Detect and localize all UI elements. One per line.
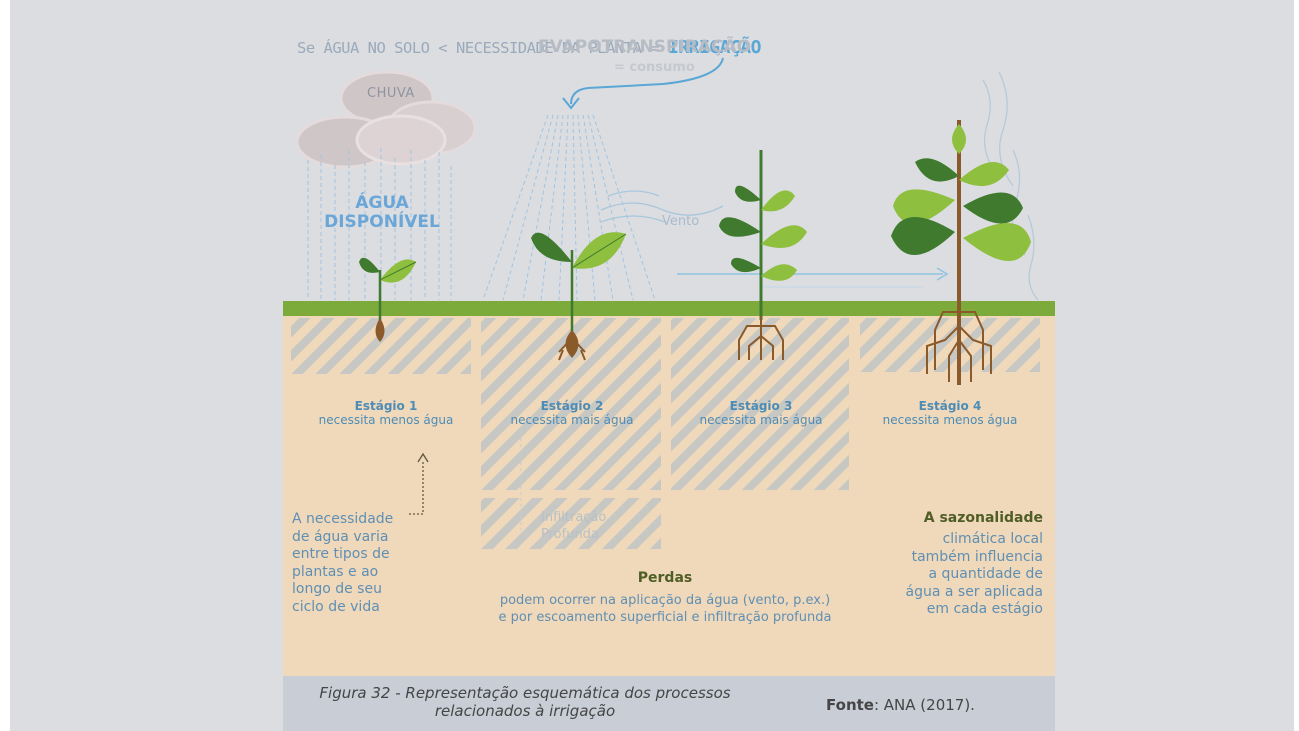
stage-title: Estágio 2 (540, 399, 604, 413)
ground-surface (283, 301, 1055, 316)
note-line: de água varia (292, 528, 389, 545)
seasonality-line: em cada estágio (926, 601, 1043, 617)
evapotranspiration-title: EVAPOTRANSPIRAÇÃO (538, 37, 752, 57)
stage-1-label: Estágio 1 necessita menos água (296, 399, 476, 427)
seasonality-line: água a ser aplicada (905, 583, 1044, 600)
seasonality-title: A sazonalidade (923, 510, 1043, 526)
plant-stage-1 (359, 257, 417, 342)
stage-title: Estágio 4 (918, 399, 982, 413)
diagram-illustration (295, 57, 1039, 530)
formula-result: IRRIGAÇÃO (667, 37, 762, 58)
note-line: entre tipos de (292, 546, 390, 562)
evapotranspiration-waves (982, 71, 1039, 301)
note-line: plantas e ao (292, 563, 379, 580)
irrigation-arrow-head (562, 97, 580, 110)
deep-infiltration-label: Infiltração Profunda (541, 509, 606, 543)
seasonality-line: também influencia (911, 548, 1043, 565)
seasonality-line: climática local (942, 531, 1043, 547)
irrigation-formula: Se ÁGUA NO SOLO < NECESSIDADE DA PLANTA … (283, 37, 775, 58)
losses-line: e por escoamento superficial e infiltraç… (498, 610, 832, 625)
available-water-label: ÁGUA DISPONÍVEL (300, 194, 464, 232)
wind-arrow-head (936, 267, 949, 281)
plant-stage-2 (531, 232, 627, 361)
note-pointer-arrow-head (417, 452, 429, 463)
stage-need: necessita mais água (510, 413, 634, 427)
source-label: Fonte (826, 696, 874, 714)
losses-text: podem ocorrer na aplicação da água (vent… (470, 592, 860, 626)
deep-infiltration-zone (481, 498, 661, 549)
seasonality-line: a quantidade de (928, 566, 1043, 582)
note-line: longo de seu (292, 581, 382, 597)
plant-stage-3 (719, 150, 807, 360)
caption-bar (283, 676, 1055, 731)
figure-source: Fonte: ANA (2017). (826, 696, 975, 714)
irrigation-diagram (283, 0, 1055, 676)
stage-need: necessita mais água (699, 413, 823, 427)
available-water-line-2: DISPONÍVEL (324, 212, 440, 232)
figure-caption: Figura 32 - Representação esquemática do… (319, 684, 731, 720)
note-line: A necessidade (292, 511, 394, 527)
stage-title: Estágio 1 (354, 399, 418, 413)
stage-4-label: Estágio 4 necessita menos água (858, 399, 1042, 427)
infiltration-line: Infiltração (541, 510, 607, 525)
losses-line: podem ocorrer na aplicação da água (vent… (499, 593, 831, 608)
plant-stage-4 (891, 120, 1031, 385)
note-line: ciclo de vida (292, 598, 380, 615)
stage-2-label: Estágio 2 necessita mais água (482, 399, 662, 427)
irrigation-spray (482, 114, 656, 301)
wind-lines (600, 190, 724, 223)
source-value: : ANA (2017). (873, 696, 975, 714)
available-water-line-1: ÁGUA (355, 193, 409, 213)
irrigation-arrow (570, 57, 724, 105)
formula-condition: Se ÁGUA NO SOLO < NECESSIDADE DA PLANTA … (297, 39, 668, 57)
stage-3-label: Estágio 3 necessita mais água (671, 399, 851, 427)
infiltration-line: Profunda (541, 527, 599, 542)
evapotranspiration-subtitle: = consumo (614, 60, 695, 75)
stage-title: Estágio 3 (729, 399, 793, 413)
rain-label: CHUVA (367, 86, 415, 101)
stage-need: necessita menos água (882, 413, 1018, 427)
note-pointer-arrow (409, 460, 424, 515)
losses-title: Perdas (637, 570, 693, 586)
water-need-note: A necessidade de água varia entre tipos … (292, 511, 393, 616)
stage-need: necessita menos água (318, 413, 454, 427)
rain-cloud-icon (295, 70, 477, 169)
seasonality-text: climática local também influencia a quan… (862, 531, 1044, 619)
wind-label: Vento (662, 214, 700, 229)
